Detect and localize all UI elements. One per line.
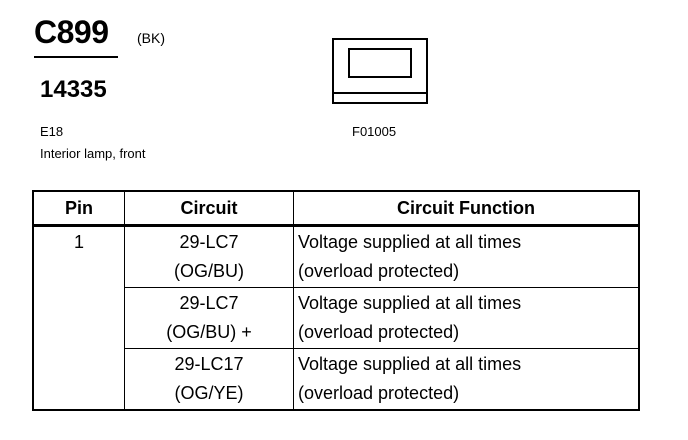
function-line-2: (overload protected) — [298, 383, 460, 403]
location-code: E18 — [40, 124, 64, 139]
function-cell: Voltage supplied at all times (overload … — [293, 225, 640, 288]
header-circuit: Circuit — [124, 190, 294, 226]
circuit-id: 29-LC7 — [179, 293, 239, 313]
header-circuit-function: Circuit Function — [293, 190, 640, 226]
connector-slot — [348, 48, 412, 78]
function-line-1: Voltage supplied at all times — [298, 293, 522, 313]
circuit-id: 29-LC17 — [174, 354, 244, 374]
header-pin: Pin — [32, 190, 125, 226]
circuit-cell: 29-LC17 (OG/YE) — [124, 348, 294, 411]
function-cell: Voltage supplied at all times (overload … — [293, 287, 640, 349]
title-underline — [34, 56, 118, 58]
pinout-table: Pin Circuit Circuit Function 1 29-LC7 (O… — [32, 190, 640, 411]
table-row: 29-LC17 (OG/YE) Voltage supplied at all … — [33, 348, 640, 411]
circuit-wire-color: (OG/YE) — [174, 383, 244, 403]
connector-base-line — [334, 92, 426, 94]
circuit-id: 29-LC7 — [179, 232, 239, 252]
function-cell: Voltage supplied at all times (overload … — [293, 348, 640, 411]
circuit-cell: 29-LC7 (OG/BU) — [124, 225, 294, 288]
table-row: 29-LC7 (OG/BU) + Voltage supplied at all… — [33, 287, 640, 349]
function-line-1: Voltage supplied at all times — [298, 232, 522, 252]
circuit-wire-color: (OG/BU) + — [166, 322, 252, 342]
table-header-row: Pin Circuit Circuit Function — [32, 190, 640, 226]
table-row: 1 29-LC7 (OG/BU) Voltage supplied at all… — [32, 225, 640, 411]
function-line-1: Voltage supplied at all times — [298, 354, 522, 374]
connector-color-code: (BK) — [137, 30, 165, 46]
figure-reference: F01005 — [352, 124, 397, 139]
pin-number: 1 — [32, 225, 125, 411]
connector-face-diagram — [332, 38, 428, 104]
function-line-2: (overload protected) — [298, 261, 460, 281]
circuit-cell: 29-LC7 (OG/BU) + — [124, 287, 294, 349]
circuit-wire-color: (OG/BU) — [174, 261, 244, 281]
location-description: Interior lamp, front — [40, 146, 146, 161]
function-line-2: (overload protected) — [298, 322, 460, 342]
part-number: 14335 — [40, 76, 107, 103]
connector-id: C899 — [34, 14, 109, 50]
